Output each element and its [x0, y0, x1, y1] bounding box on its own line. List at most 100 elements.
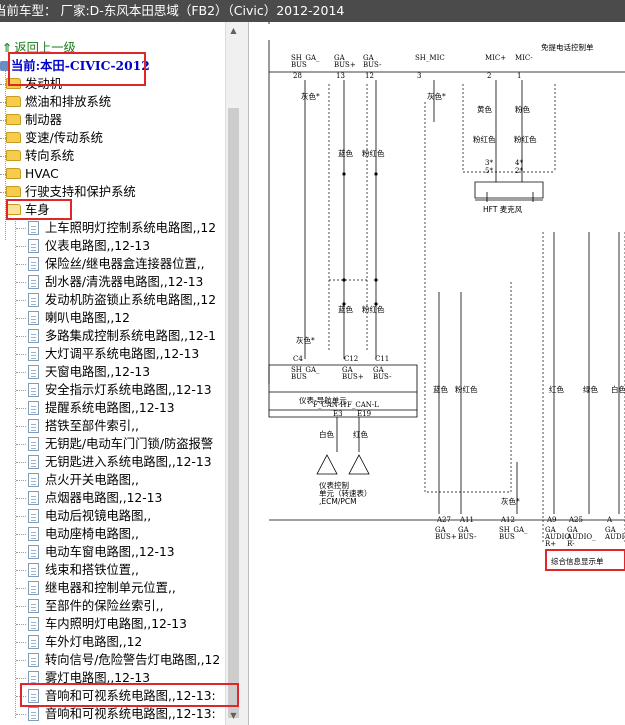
wire-label-yellow: 黄色: [477, 104, 492, 114]
tree-folder[interactable]: 转向系统: [6, 147, 74, 165]
tree-guide-line: [0, 120, 6, 121]
highlight-body-folder: [6, 199, 72, 220]
pin-name-label: BUS+: [342, 373, 364, 381]
document-icon: [28, 257, 39, 271]
document-icon: [28, 311, 39, 325]
tree-folder[interactable]: 制动器: [6, 111, 62, 129]
folder-label: HVAC: [25, 167, 59, 181]
tree-guide-line: [5, 66, 6, 240]
document-label: 电动车窗电路图,,12-13: [45, 545, 175, 559]
tree-document-item[interactable]: 电动座椅电路图,,: [28, 525, 139, 543]
header-unit-label: 免提电话控制单: [541, 42, 594, 52]
folder-icon: [6, 168, 21, 179]
tree-document-item[interactable]: 安全指示灯系统电路图,,12-13: [28, 381, 212, 399]
tree-folder[interactable]: HVAC: [6, 165, 59, 183]
tree-document-item[interactable]: 喇叭电路图,,12: [28, 309, 130, 327]
tree-document-item[interactable]: 无钥匙进入系统电路图,,12-13: [28, 453, 212, 471]
wire-label-pink: 粉色: [515, 104, 530, 114]
wire-label-pinkred-3: 粉红色: [514, 134, 537, 144]
folder-label: 行驶支持和保护系统: [25, 185, 136, 199]
document-label: 车外灯电路图,,12: [45, 635, 143, 649]
pin-name-label: GA_: [605, 526, 620, 534]
chapter-tree[interactable]: ⇑返回上一级 当前:本田-CIVIC-2012 发动机燃油和排放系统制动器变速/…: [0, 22, 225, 725]
tree-guide-line: [16, 282, 26, 283]
tree-document-item[interactable]: 电动车窗电路图,,12-13: [28, 543, 175, 561]
tree-guide-line: [16, 660, 26, 661]
tree-document-item[interactable]: 提醒系统电路图,,12-13: [28, 399, 175, 417]
tree-document-item[interactable]: 音响和可视系统电路图,,12-13:: [28, 705, 216, 723]
scroll-up-icon[interactable]: ▲: [230, 26, 237, 35]
pin-number-label: 3: [417, 72, 421, 80]
tree-document-item[interactable]: 无钥匙/电动车门门锁/防盗报警: [28, 435, 213, 453]
folder-label: 燃油和排放系统: [25, 95, 112, 109]
pin-name-label: AUDIO_: [566, 533, 596, 541]
back-link[interactable]: 返回上一级: [14, 41, 76, 55]
pin-name-label: BUS-: [458, 533, 477, 541]
tree-guide-line: [16, 642, 26, 643]
document-icon: [28, 545, 39, 559]
tree-document-item[interactable]: 车内照明灯电路图,,12-13: [28, 615, 187, 633]
tree-document-item[interactable]: 音响和可视系统电路图,,12-13:: [28, 687, 216, 705]
tree-document-item[interactable]: 刮水器/清洗器电路图,,12-13: [28, 273, 203, 291]
tree-folder[interactable]: 行驶支持和保护系统: [6, 183, 136, 201]
document-icon: [28, 599, 39, 613]
meter-unit-label: 仪表-导航单元: [299, 395, 347, 405]
wire-label-gray: 灰色*: [301, 91, 320, 101]
tree-document-item[interactable]: 上车照明灯控制系统电路图,,12: [28, 219, 216, 237]
pane-splitter[interactable]: [240, 22, 249, 725]
tree-folder[interactable]: 变速/传动系统: [6, 129, 103, 147]
document-label: 安全指示灯系统电路图,,12-13: [45, 383, 212, 397]
document-label: 点烟器电路图,,12-13: [45, 491, 163, 505]
tree-document-item[interactable]: 电动后视镜电路图,,: [28, 507, 151, 525]
document-icon: [28, 437, 39, 451]
tree-current-item[interactable]: 当前:本田-CIVIC-2012: [0, 57, 150, 75]
pin-name-label: GA_: [567, 526, 582, 534]
tree-guide-line: [16, 678, 26, 679]
window-title: 当前车型： 厂家:D-东风本田思域（FB2）（Civic）2012-2014: [0, 3, 345, 18]
document-label: 发动机防盗锁止系统电路图,,12: [45, 293, 217, 307]
scrollbar-thumb[interactable]: [228, 108, 239, 718]
pin-name-label: BUS: [291, 61, 307, 69]
tree-document-item[interactable]: 保险丝/继电器盒连接器位置,,: [28, 255, 205, 273]
tree-guide-line: [0, 102, 6, 103]
document-label: 搭铁至部件索引,,: [45, 419, 139, 433]
tree-document-item[interactable]: 转向信号/危险警告灯电路图,,12: [28, 651, 220, 669]
tree-guide-line: [16, 426, 26, 427]
folder-icon: [6, 114, 21, 125]
tree-guide-line: [0, 84, 6, 85]
mic-pin-label: 5*: [485, 167, 493, 175]
pin-name-label: BUS-: [363, 61, 382, 69]
tree-document-item[interactable]: 至部件的保险丝索引,,: [28, 597, 164, 615]
tree-document-item[interactable]: 天窗电路图,,12-13: [28, 363, 150, 381]
pin-number-label: 1: [517, 72, 521, 80]
tree-folder[interactable]: 燃油和排放系统: [6, 93, 111, 111]
document-icon: [28, 581, 39, 595]
pin-name-label: AUDIO_: [604, 533, 625, 541]
tree-document-item[interactable]: 搭铁至部件索引,,: [28, 417, 139, 435]
tree-back-item[interactable]: ⇑返回上一级: [2, 39, 76, 57]
tree-document-item[interactable]: 仪表电路图,,12-13: [28, 237, 150, 255]
scroll-down-icon[interactable]: ▼: [230, 711, 237, 720]
tree-document-item[interactable]: 线束和搭铁位置,,: [28, 561, 139, 579]
tree-scrollbar[interactable]: ▲ ▼: [225, 22, 241, 725]
pin-name-label: MIC+: [485, 54, 506, 62]
tree-document-item[interactable]: 发动机防盗锁止系统电路图,,12: [28, 291, 216, 309]
tree-document-item[interactable]: 车外灯电路图,,12: [28, 633, 142, 651]
tree-document-item[interactable]: 点火开关电路图,,: [28, 471, 139, 489]
document-label: 线束和搭铁位置,,: [45, 563, 139, 577]
tree-document-item[interactable]: 点烟器电路图,,12-13: [28, 489, 162, 507]
tree-folder-open[interactable]: 车身: [6, 201, 50, 219]
pin-number-label: A: [606, 516, 613, 524]
up-arrow-icon: ⇑: [2, 41, 13, 55]
tree-document-item[interactable]: 继电器和控制单元位置,,: [28, 579, 176, 597]
pin-number-label: C11: [375, 355, 389, 363]
document-icon: [28, 383, 39, 397]
tree-document-item[interactable]: 大灯调平系统电路图,,12-13: [28, 345, 199, 363]
gauge-unit-label: 仪表控制单元（转速表）,ECM/PCM: [319, 480, 372, 506]
tree-document-item[interactable]: 多路集成控制系统电路图,,12-1: [28, 327, 216, 345]
tree-guide-line: [15, 218, 16, 718]
document-label: 转向信号/危险警告灯电路图,,12: [45, 653, 221, 667]
pin-name-label: GA_: [373, 366, 388, 374]
pin-number-label: A12: [500, 516, 515, 524]
